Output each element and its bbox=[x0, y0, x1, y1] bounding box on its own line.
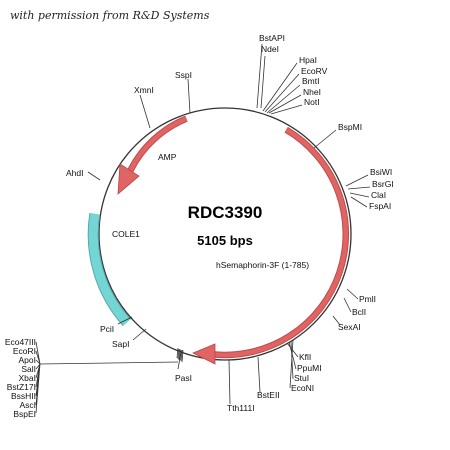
site-bspmi: BspMI bbox=[338, 122, 362, 132]
site-apoi: ApoI bbox=[19, 355, 37, 365]
site-ppumi: PpuMI bbox=[297, 363, 322, 373]
site-econi: EcoNI bbox=[291, 383, 314, 393]
leader-kfli-econi bbox=[286, 339, 299, 389]
attribution-text: with permission from R&D Systems bbox=[10, 9, 210, 22]
site-xmni: XmnI bbox=[134, 85, 154, 95]
leader-ahdi-sspi bbox=[87, 78, 191, 181]
leader-bstapi-ndei bbox=[256, 43, 266, 109]
amp-feature bbox=[128, 116, 188, 172]
site-pmli: PmlI bbox=[359, 294, 376, 304]
leader-tth111i bbox=[228, 359, 231, 405]
site-bsteii: BstEII bbox=[257, 390, 280, 400]
site-stui: StuI bbox=[294, 373, 309, 383]
amp-arrowhead bbox=[117, 163, 140, 195]
hsema3f-label: hSemaphorin-3F (1-785) bbox=[216, 260, 309, 270]
site-pcii: PciI bbox=[100, 324, 114, 334]
site-pasi: PasI bbox=[175, 373, 192, 383]
site-sexai: SexAI bbox=[338, 322, 361, 332]
leader-fan-left bbox=[35, 341, 41, 414]
plasmid-name: RDC3390 bbox=[188, 203, 263, 222]
site-sapi: SapI bbox=[112, 339, 130, 349]
site-bstapi: BstAPI bbox=[259, 33, 285, 43]
hsema3f-arrowhead bbox=[192, 343, 216, 365]
plasmid-size: 5105 bps bbox=[197, 233, 253, 248]
site-fspai: FspAI bbox=[369, 201, 391, 211]
site-ecorv: EcoRV bbox=[301, 66, 328, 76]
site-ecori: EcoRI bbox=[13, 346, 36, 356]
plasmid-backbone bbox=[98, 107, 352, 361]
site-nhei: NheI bbox=[303, 87, 321, 97]
site-ndei: NdeI bbox=[261, 44, 279, 54]
site-sali: SalI bbox=[21, 364, 36, 374]
leader-horizontal bbox=[39, 361, 179, 365]
site-bstz17i: BstZ17I bbox=[7, 382, 36, 392]
site-hpai: HpaI bbox=[299, 55, 317, 65]
leader-bsteii bbox=[257, 356, 261, 393]
site-xbai: XbaI bbox=[19, 373, 37, 383]
site-bspei: BspEI bbox=[13, 409, 36, 419]
leader-bsiwi-fspai bbox=[345, 174, 371, 208]
amp-label: AMP bbox=[158, 152, 177, 162]
site-eco47iii: Eco47III bbox=[5, 337, 36, 347]
leader-bspmi bbox=[313, 129, 337, 149]
site-tth111i: Tth111I bbox=[227, 403, 255, 413]
leader-sapi-pcii bbox=[117, 316, 147, 341]
site-bmti: BmtI bbox=[302, 76, 319, 86]
cole1-feature bbox=[88, 213, 131, 326]
site-bsrgi: BsrGI bbox=[372, 179, 394, 189]
site-clai: ClaI bbox=[371, 190, 386, 200]
site-bsshii: BssHII bbox=[11, 391, 36, 401]
site-asci: AscI bbox=[19, 400, 36, 410]
leader-ticks-left bbox=[176, 347, 184, 363]
leader-pmli-sexai bbox=[332, 288, 359, 326]
site-kfli: KflI bbox=[299, 352, 311, 362]
site-sspi: SspI bbox=[175, 70, 192, 80]
hsema3f-feature bbox=[211, 127, 349, 358]
site-noti: NotI bbox=[304, 97, 320, 107]
leader-hpai-noti bbox=[262, 62, 303, 115]
cole1-label: COLE1 bbox=[112, 229, 140, 239]
site-bcli: BclI bbox=[352, 307, 366, 317]
site-bsiwi: BsiWI bbox=[370, 167, 392, 177]
site-ahdi: AhdI bbox=[66, 168, 84, 178]
